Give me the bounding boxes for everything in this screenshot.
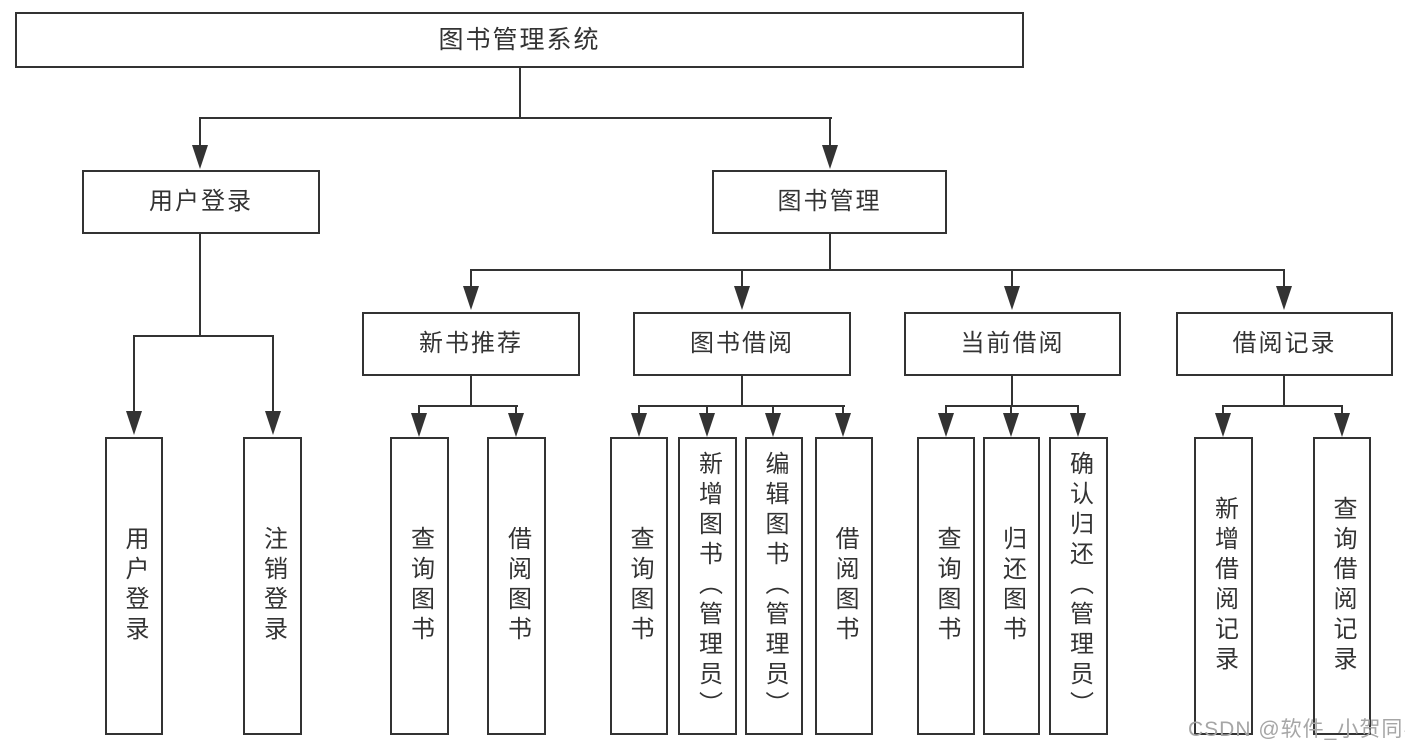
connector-line xyxy=(470,376,472,407)
leaf-query-books-borrow: 查询图书 xyxy=(610,437,668,735)
connector-line xyxy=(519,68,521,119)
leaf-borrow-books: 借阅图书 xyxy=(815,437,873,735)
connector-line xyxy=(133,335,274,337)
leaf-query-books-current: 查询图书 xyxy=(917,437,975,735)
node-borrow-records: 借阅记录 xyxy=(1176,312,1393,376)
arrow-down-icon xyxy=(734,286,750,310)
connector-line xyxy=(1283,271,1285,288)
connector-line xyxy=(199,117,832,119)
arrow-down-icon xyxy=(835,413,851,437)
arrow-down-icon xyxy=(463,286,479,310)
connector-line xyxy=(272,337,274,413)
node-user-login: 用户登录 xyxy=(82,170,320,234)
arrow-down-icon xyxy=(1003,413,1019,437)
leaf-query-books-recommend: 查询图书 xyxy=(390,437,449,735)
arrow-down-icon xyxy=(265,411,281,435)
arrow-down-icon xyxy=(126,411,142,435)
connector-line xyxy=(199,119,201,147)
arrow-down-icon xyxy=(822,145,838,169)
arrow-down-icon xyxy=(411,413,427,437)
node-current-borrow: 当前借阅 xyxy=(904,312,1121,376)
connector-line xyxy=(638,407,640,415)
arrow-down-icon xyxy=(699,413,715,437)
connector-line xyxy=(842,407,844,415)
watermark: CSDN @软件_小贺同学 xyxy=(1188,718,1405,741)
leaf-logout: 注销登录 xyxy=(243,437,302,735)
connector-line xyxy=(638,405,845,407)
connector-line xyxy=(1077,407,1079,415)
node-root: 图书管理系统 xyxy=(15,12,1024,68)
arrow-down-icon xyxy=(1276,286,1292,310)
connector-line xyxy=(1283,376,1285,407)
connector-line xyxy=(945,405,1079,407)
connector-line xyxy=(1222,405,1343,407)
connector-line xyxy=(418,407,420,415)
connector-line xyxy=(945,407,947,415)
connector-line xyxy=(470,269,1285,271)
arrow-down-icon xyxy=(508,413,524,437)
arrow-down-icon xyxy=(765,413,781,437)
connector-line xyxy=(1010,407,1012,415)
connector-line xyxy=(741,271,743,288)
connector-line xyxy=(199,234,201,337)
arrow-down-icon xyxy=(1004,286,1020,310)
node-book-management: 图书管理 xyxy=(712,170,947,234)
connector-line xyxy=(133,337,135,413)
leaf-borrow-books-recommend: 借阅图书 xyxy=(487,437,546,735)
connector-line xyxy=(1011,271,1013,288)
connector-line xyxy=(706,407,708,415)
connector-line xyxy=(1011,376,1013,407)
connector-line xyxy=(470,271,472,288)
leaf-edit-books-admin: 编辑图书（管理员） xyxy=(745,437,803,735)
arrow-down-icon xyxy=(1215,413,1231,437)
connector-line xyxy=(772,407,774,415)
arrow-down-icon xyxy=(1070,413,1086,437)
arrow-down-icon xyxy=(938,413,954,437)
arrow-down-icon xyxy=(1334,413,1350,437)
leaf-add-borrow-record: 新增借阅记录 xyxy=(1194,437,1253,735)
leaf-confirm-return-admin: 确认归还（管理员） xyxy=(1049,437,1108,735)
connector-line xyxy=(829,119,831,147)
connector-line xyxy=(515,407,517,415)
arrow-down-icon xyxy=(631,413,647,437)
connector-line xyxy=(1341,407,1343,415)
leaf-add-books-admin: 新增图书（管理员） xyxy=(678,437,737,735)
connector-line xyxy=(1222,407,1224,415)
connector-line xyxy=(418,405,518,407)
leaf-return-books: 归还图书 xyxy=(983,437,1040,735)
node-book-borrow: 图书借阅 xyxy=(633,312,851,376)
connector-line xyxy=(829,233,831,271)
connector-line xyxy=(741,376,743,407)
leaf-query-borrow-record: 查询借阅记录 xyxy=(1313,437,1371,735)
arrow-down-icon xyxy=(192,145,208,169)
leaf-user-login: 用户登录 xyxy=(105,437,163,735)
node-new-book-recommend: 新书推荐 xyxy=(362,312,580,376)
